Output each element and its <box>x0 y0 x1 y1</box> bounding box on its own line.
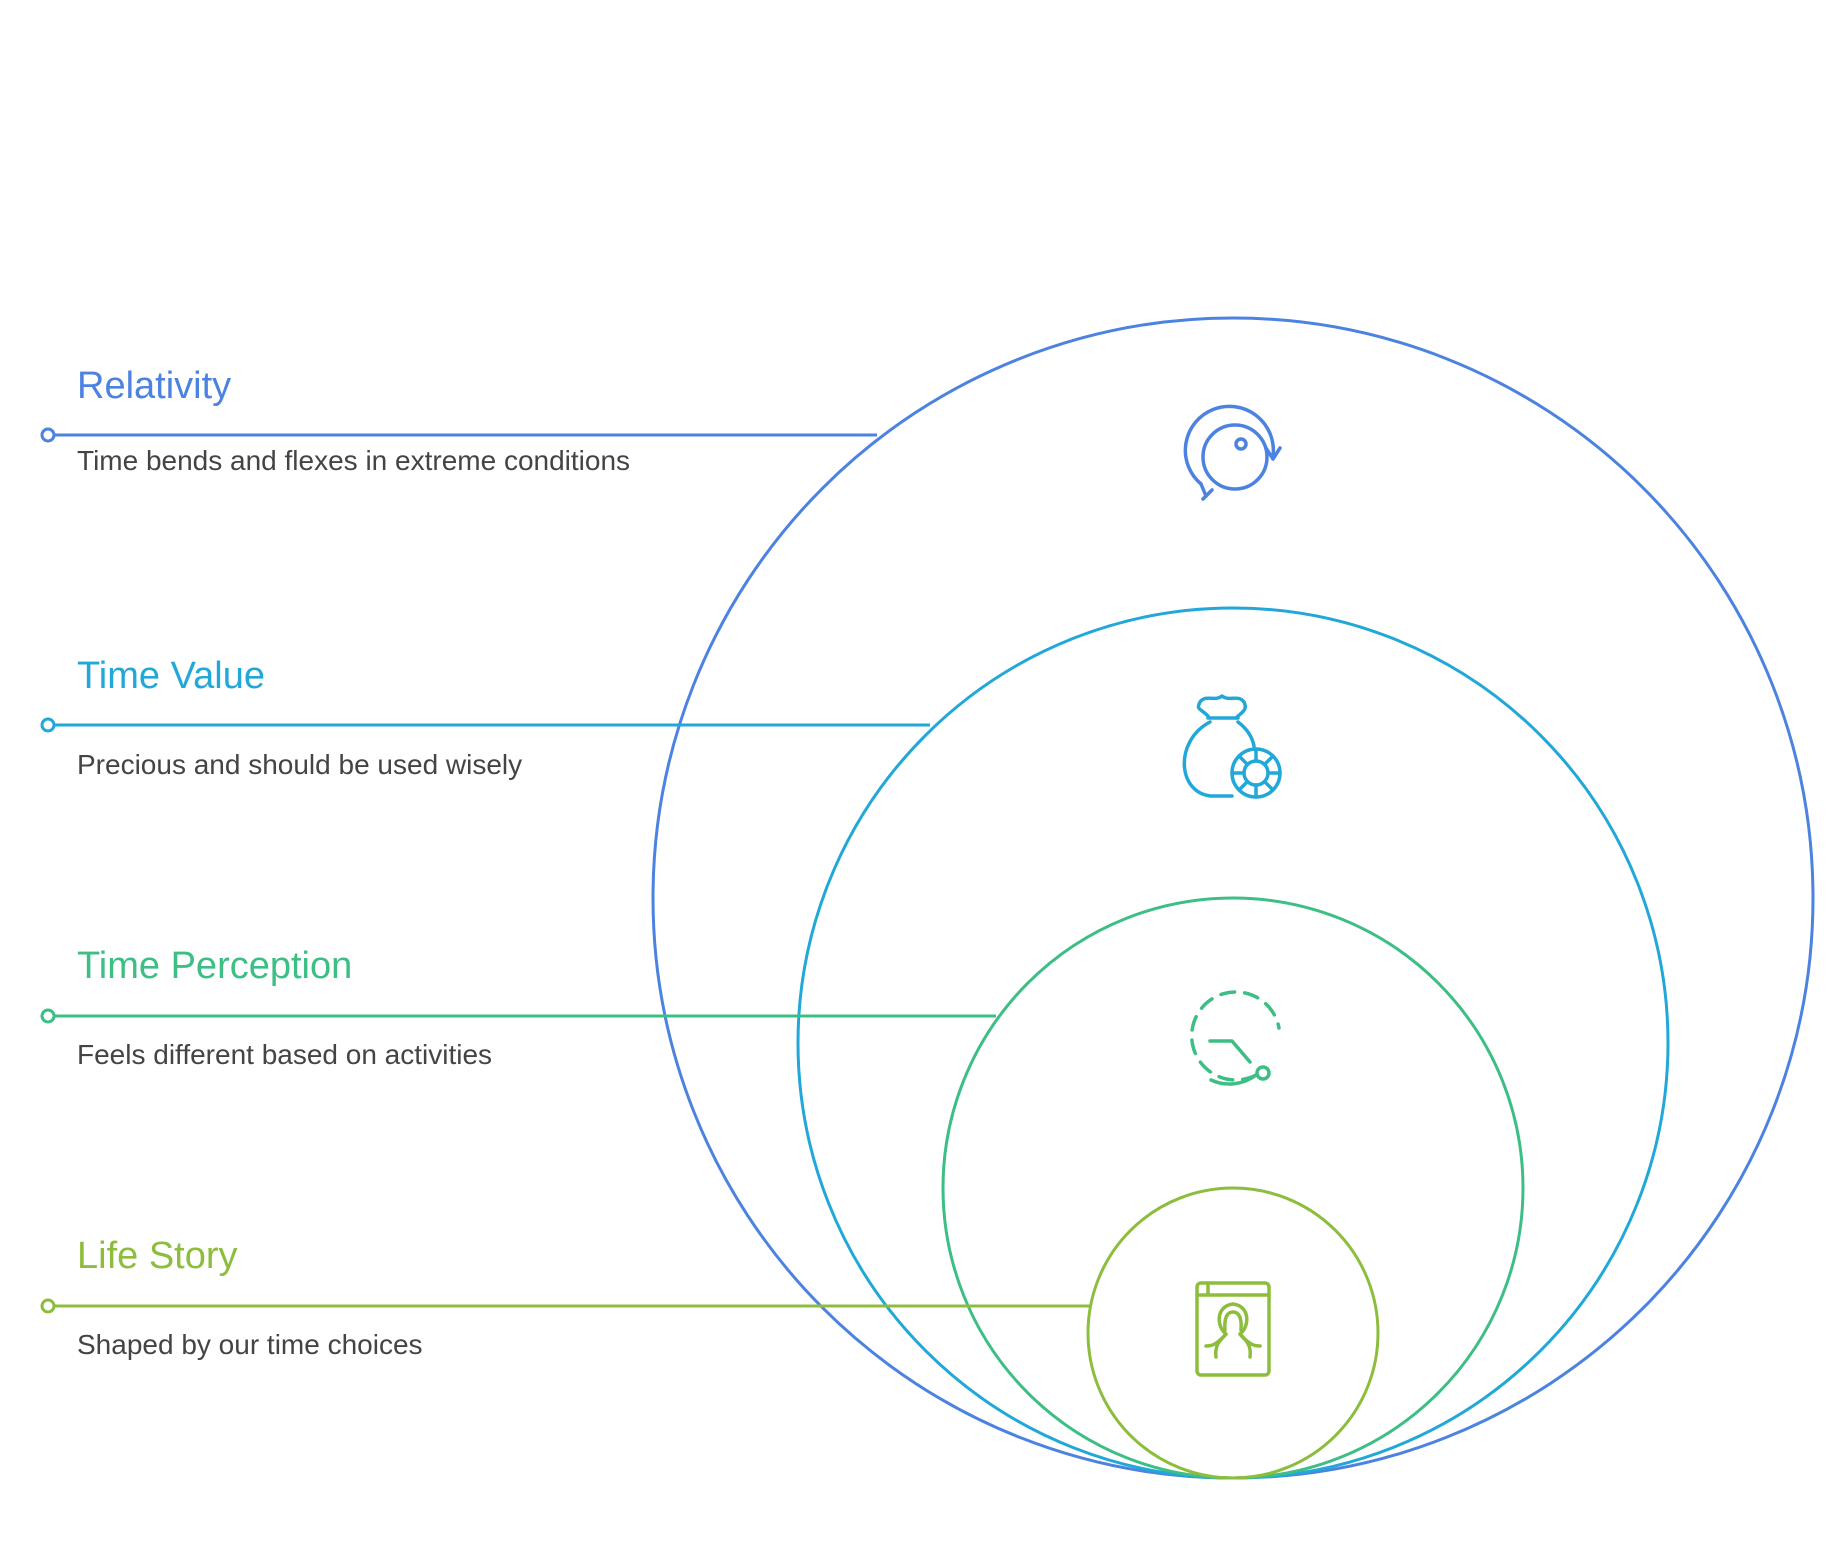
item-time-value: Time Value Precious and should be used w… <box>77 654 637 783</box>
item-title: Time Perception <box>77 945 353 987</box>
money-bag-icon <box>1182 694 1282 799</box>
connector-dot-time-perception <box>40 1008 56 1024</box>
item-description: Time bends and flexes in extreme conditi… <box>77 445 631 476</box>
item-description: Feels different based on activities <box>77 1039 493 1070</box>
biography-book-icon <box>1195 1281 1271 1377</box>
rotating-clock-icon <box>1183 404 1282 501</box>
item-title: Relativity <box>77 365 232 407</box>
timer-icon <box>1190 990 1281 1086</box>
item-title: Life Story <box>77 1235 238 1277</box>
item-title: Time Value <box>77 655 265 697</box>
item-description: Precious and should be used wisely <box>77 749 523 780</box>
connector-dot-relativity <box>40 427 56 443</box>
item-description: Shaped by our time choices <box>77 1329 423 1360</box>
connector-dot-time-value <box>40 717 56 733</box>
item-relativity: Relativity Time bends and flexes in extr… <box>77 364 637 479</box>
item-time-perception: Time Perception Feels different based on… <box>77 944 637 1073</box>
connector-dot-life-story <box>40 1298 56 1314</box>
circle-life-story <box>1086 1186 1380 1480</box>
item-life-story: Life Story Shaped by our time choices <box>77 1234 637 1363</box>
